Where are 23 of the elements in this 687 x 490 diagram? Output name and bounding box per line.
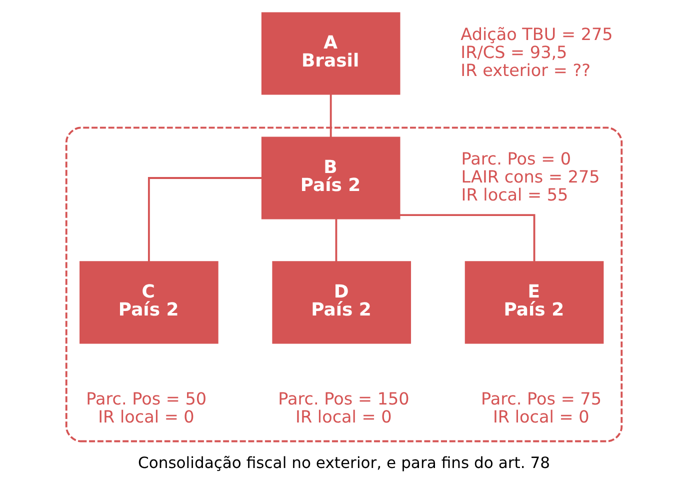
connector [334,218,337,262]
node-label: IR local = 0 [295,406,392,426]
node-label: IR/CS = 93,5 [460,42,567,62]
node-box: A Brasil [260,12,400,95]
node-label: Parc. Pos = 75 [480,388,601,408]
node-label: Parc. Pos = 150 [278,388,409,408]
node-box: C País 2 [79,261,218,344]
node-label: IR exterior = ?? [460,60,590,80]
node-box: B País 2 [260,136,400,220]
node-box: D País 2 [272,261,411,344]
node-label: LAIR cons = 275 [460,166,600,186]
node-label: Parc. Pos = 0 [460,148,571,168]
cluster [64,126,622,442]
node-label: IR local = 55 [460,184,568,204]
connector [147,177,262,262]
connector [399,214,535,262]
node-label: Parc. Pos = 50 [86,388,206,408]
caption: Consolidação fiscal no exterior, e para fins do art. 78 [137,454,550,472]
node-label: Adição TBU = 275 [460,24,612,44]
node-box: E País 2 [464,261,604,344]
node-label: IR local = 0 [98,406,194,426]
connector [329,94,332,138]
node-label: IR local = 0 [492,406,589,426]
